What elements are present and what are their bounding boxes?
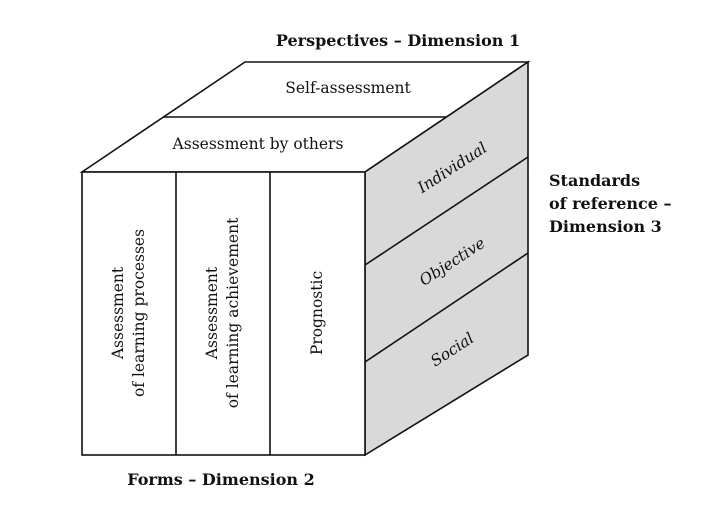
column-learning-processes-line1: Assessment	[109, 266, 127, 360]
dimension3-title-line2: of reference –	[549, 194, 672, 213]
column-prognostic: Prognostic	[308, 271, 326, 355]
column-learning-processes: Assessment of learning processes	[109, 229, 148, 397]
layer-self-assessment: Self-assessment	[285, 79, 411, 97]
column-learning-processes-line2: of learning processes	[130, 229, 148, 397]
dimension3-title-line1: Standards	[549, 171, 640, 190]
dimension1-title: Perspectives – Dimension 1	[276, 31, 520, 50]
column-learning-achievement: Assessment of learning achievement	[203, 217, 242, 408]
side-face-divider-2	[364, 252, 529, 363]
side-face-divider-1	[364, 156, 529, 266]
column-learning-achievement-line1: Assessment	[203, 266, 221, 360]
dimension3-title-line3: Dimension 3	[549, 217, 662, 236]
dimension2-title: Forms – Dimension 2	[127, 470, 314, 489]
column-prognostic-line1: Prognostic	[308, 271, 326, 355]
layer-assessment-by-others: Assessment by others	[172, 135, 344, 153]
column-learning-achievement-line2: of learning achievement	[224, 217, 242, 408]
front-face	[81, 171, 366, 456]
